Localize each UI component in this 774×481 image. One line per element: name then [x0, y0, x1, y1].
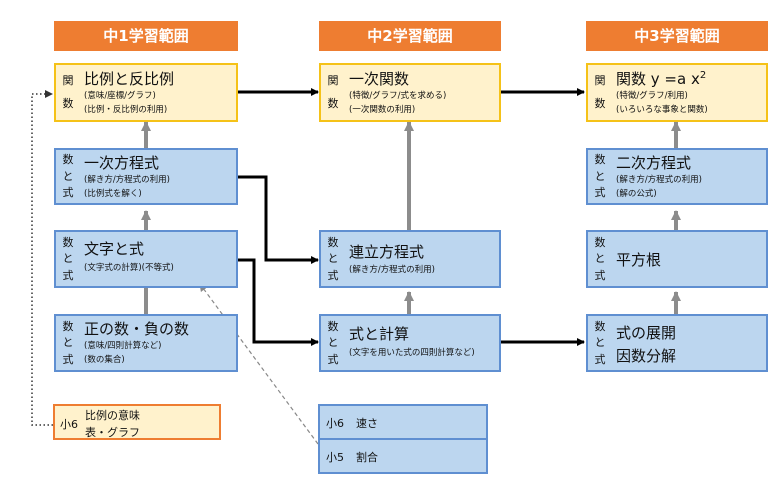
- node-detail: (一次関数の利用): [349, 105, 416, 115]
- node-letters-and-expr: 数 と 式 文字と式 (文字式の計算)(不等式): [54, 230, 238, 288]
- node-detail: 表・グラフ: [85, 426, 140, 439]
- node-quadratic-equation: 数 と 式 二次方程式 (解き方/方程式の利用) (解の公式): [586, 148, 768, 205]
- node-quadratic-function: 関 数 関数 y =a x2 (特徴/グラフ/利用) (いろいろな事象と関数): [586, 63, 768, 122]
- node-title: 比例と反比例: [84, 70, 175, 88]
- node-title: 式と計算: [349, 325, 410, 343]
- header-grade1: 中1学習範囲: [54, 21, 238, 51]
- node-detail: (解の公式): [616, 189, 657, 199]
- node-detail: (文字を用いた式の四則計算など): [349, 348, 475, 358]
- grade-label: 小6: [60, 418, 78, 431]
- grade-label: 小5: [326, 451, 344, 464]
- node-detail: (特徴/グラフ/利用): [616, 91, 688, 101]
- node-detail: (意味/座標/グラフ): [84, 91, 156, 101]
- node-elementary-ratio: 小5 割合: [318, 438, 488, 474]
- arrow-letters-expr: [238, 258, 319, 346]
- node-detail: 速さ: [356, 417, 378, 430]
- node-detail: (いろいろな事象と関数): [616, 105, 708, 115]
- side-label-function: 関 数: [327, 74, 339, 110]
- side-label-function: 関 数: [594, 74, 606, 110]
- node-detail: 割合: [356, 451, 378, 464]
- node-signed-numbers: 数 と 式 正の数・負の数 (意味/四則計算など) (数の集合): [54, 314, 238, 372]
- node-detail: (文字式の計算)(不等式): [84, 263, 174, 273]
- side-label-function: 関 数: [62, 74, 74, 110]
- node-detail: (解き方/方程式の利用): [616, 175, 702, 185]
- side-label-number-expr: 数 と 式: [62, 153, 74, 199]
- node-detail: (特徴/グラフ/式を求める): [349, 91, 447, 101]
- node-title: 平方根: [616, 251, 662, 269]
- node-linear-function: 関 数 一次関数 (特徴/グラフ/式を求める) (一次関数の利用): [319, 63, 501, 122]
- header-grade3: 中3学習範囲: [586, 21, 768, 51]
- node-title: 一次関数: [349, 70, 410, 88]
- node-proportion: 関 数 比例と反比例 (意味/座標/グラフ) (比例・反比例の利用): [54, 63, 238, 122]
- side-label-number-expr: 数 と 式: [594, 153, 606, 199]
- node-title: 二次方程式: [616, 154, 692, 172]
- node-title: 正の数・負の数: [84, 320, 190, 338]
- node-detail: (数の集合): [84, 355, 125, 365]
- node-title: 式の展開: [616, 324, 677, 342]
- node-detail: (解き方/方程式の利用): [84, 175, 170, 185]
- node-detail: 比例の意味: [85, 409, 140, 422]
- header-grade2: 中2学習範囲: [319, 21, 501, 51]
- node-title: 因数分解: [616, 347, 677, 365]
- node-detail: (解き方/方程式の利用): [349, 265, 435, 275]
- node-expansion-factoring: 数 と 式 式の展開 因数分解: [586, 314, 768, 372]
- side-label-number-expr: 数 と 式: [327, 235, 339, 282]
- node-title: 一次方程式: [84, 154, 160, 172]
- node-square-root: 数 と 式 平方根: [586, 230, 768, 288]
- side-label-number-expr: 数 と 式: [327, 319, 339, 366]
- arrow-lineq-simul: [238, 175, 319, 264]
- side-label-number-expr: 数 と 式: [594, 235, 606, 282]
- node-linear-equation: 数 と 式 一次方程式 (解き方/方程式の利用) (比例式を解く): [54, 148, 238, 205]
- side-label-number-expr: 数 と 式: [62, 235, 74, 282]
- node-detail: (比例式を解く): [84, 189, 142, 199]
- node-simultaneous-eq: 数 と 式 連立方程式 (解き方/方程式の利用): [319, 230, 501, 288]
- grade-label: 小6: [326, 417, 344, 430]
- node-detail: (比例・反比例の利用): [84, 105, 168, 115]
- side-label-number-expr: 数 と 式: [62, 319, 74, 366]
- node-title: 関数 y =a x2: [616, 70, 707, 88]
- node-elementary-speed: 小6 速さ: [318, 404, 488, 440]
- dotted-e6-to-prop: [31, 90, 53, 426]
- node-elementary-proportion: 小6 比例の意味 表・グラフ: [53, 404, 221, 440]
- node-expr-calc: 数 と 式 式と計算 (文字を用いた式の四則計算など): [319, 314, 501, 372]
- side-label-number-expr: 数 と 式: [594, 319, 606, 366]
- node-title: 連立方程式: [349, 243, 425, 261]
- node-title: 文字と式: [84, 240, 145, 258]
- node-detail: (意味/四則計算など): [84, 341, 162, 351]
- dashed-elem-to-letters: [199, 283, 319, 445]
- exponent: 2: [699, 70, 707, 81]
